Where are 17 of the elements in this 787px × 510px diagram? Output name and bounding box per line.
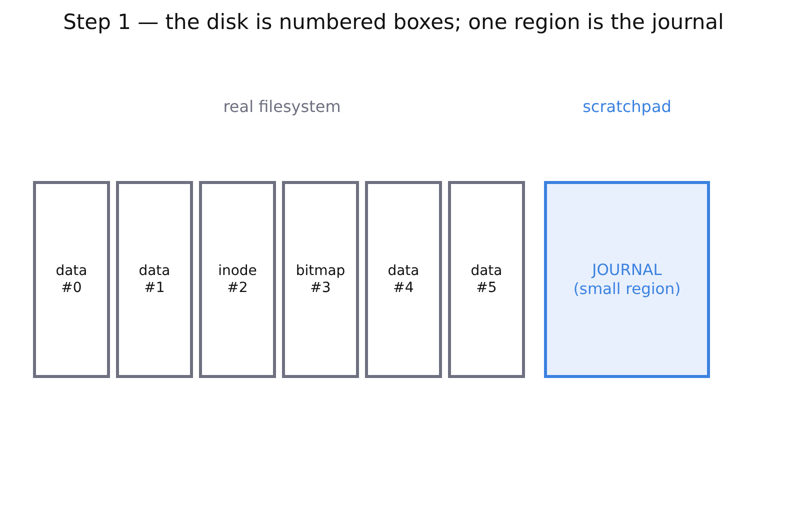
block-label: JOURNAL (small region) [572, 260, 682, 298]
disk-block-box [33, 181, 110, 378]
section-label: real filesystem [223, 97, 341, 116]
block-label: data #1 [138, 262, 172, 296]
disk-block-box [282, 181, 359, 378]
disk-block-box [365, 181, 442, 378]
disk-block-box [116, 181, 193, 378]
title: Step 1 — the disk is numbered boxes; one region is the journal [62, 10, 725, 34]
block-label: bitmap #3 [294, 262, 346, 296]
block-label: data #5 [470, 262, 504, 296]
block-label: inode #2 [217, 262, 258, 296]
block-label: data #4 [386, 262, 420, 296]
journal-region-box [544, 181, 710, 378]
section-label: scratchpad [582, 97, 672, 116]
disk-block-box [448, 181, 525, 378]
block-label: data #0 [54, 262, 88, 296]
disk-block-box [199, 181, 276, 378]
